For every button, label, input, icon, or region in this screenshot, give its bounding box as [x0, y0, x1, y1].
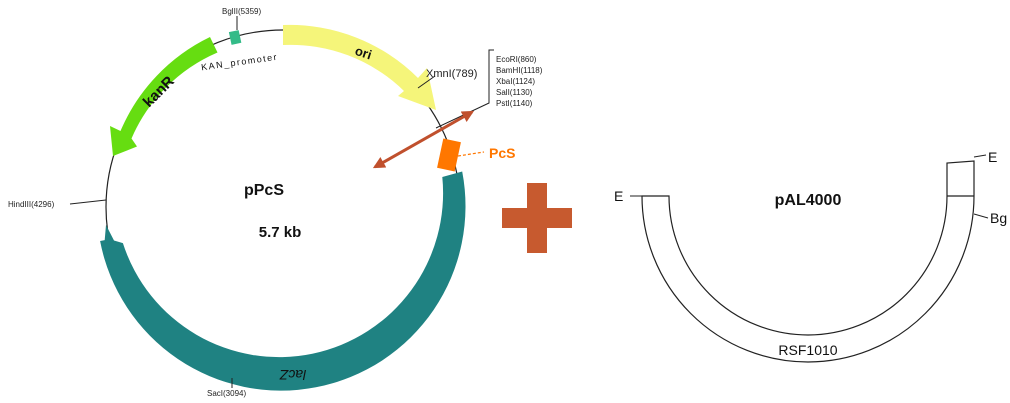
e-left-label: E	[614, 188, 623, 204]
bg-tick	[973, 213, 989, 219]
pcs-label: PcS	[489, 145, 515, 161]
kanr-feature	[110, 37, 218, 156]
plus-icon	[502, 183, 572, 253]
insertion-arrow	[372, 110, 475, 169]
e-right-tick	[973, 154, 987, 158]
ori-label: ori	[353, 43, 373, 62]
xmni-site-label: XmnI(789)	[426, 68, 477, 80]
pcs-insert-box	[437, 138, 461, 172]
sali-site-label: SalI(1130)	[496, 88, 533, 97]
saci-site-label: SacI(3094)	[207, 389, 246, 398]
hindiii-tick	[69, 199, 107, 205]
pal4000-map: E E Bg pAL4000 RSF1010	[614, 149, 1007, 363]
lacz-feature	[100, 171, 466, 391]
ppcs-plasmid-map: kanR ori lacZ KAN_promoter PcS BglII(535…	[8, 7, 543, 398]
lacz-label: lacZ	[279, 367, 306, 383]
pcs-leader-line	[457, 151, 485, 157]
bg-label: Bg	[990, 210, 1007, 226]
bglii-site-label: BglII(5359)	[222, 7, 261, 16]
e-right-label: E	[988, 149, 997, 165]
plasmid-size: 5.7 kb	[259, 224, 302, 241]
xmni-tick	[417, 75, 436, 89]
kan-promoter-box	[228, 30, 242, 45]
plasmid-name: pPcS	[244, 182, 284, 199]
rsf1010-label: RSF1010	[778, 342, 837, 358]
bamhi-site-label: BamHI(1118)	[496, 66, 543, 75]
xbai-site-label: XbaI(1124)	[496, 77, 535, 86]
pal4000-name: pAL4000	[775, 192, 842, 209]
psti-site-label: PstI(1140)	[496, 99, 533, 108]
hindiii-site-label: HindIII(4296)	[8, 200, 55, 209]
ecori-site-label: EcoRI(860)	[496, 55, 537, 64]
ori-feature	[283, 24, 436, 110]
